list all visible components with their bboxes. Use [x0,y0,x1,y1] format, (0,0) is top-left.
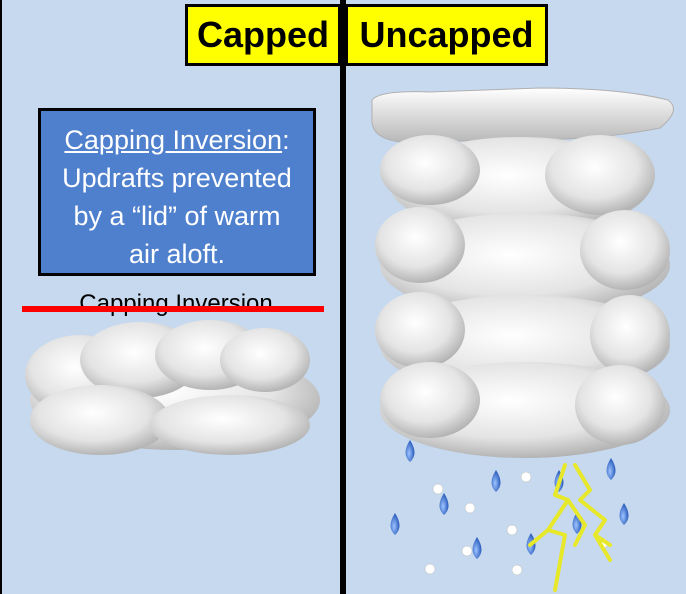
info-box-heading: Capping Inversion: [41,121,313,159]
raindrop-icon [619,503,629,525]
raindrop-icon [606,458,616,480]
lightning-bolt-icon [528,463,612,592]
raindrop-icon [439,493,449,515]
rain-drops [390,440,629,559]
capping-inversion-line-label: Capping Inversion [79,290,273,317]
raindrop-icon [491,470,501,492]
info-box-line-1: Updrafts prevented [62,163,292,193]
capped-label: Capped [185,4,341,66]
capped-panel [0,0,340,594]
capping-inversion-info-box: Capping Inversion: Updrafts prevented by… [38,108,316,276]
info-box-term: Capping Inversion [64,125,283,155]
capping-inversion-line [22,306,324,312]
storm-tower-cloud [375,135,670,458]
info-box-line-3: air aloft. [128,239,226,269]
anvil-cloud [371,87,674,143]
info-box-colon: : [282,125,290,155]
raindrop-icon [472,537,482,559]
raindrop-icon [405,440,415,462]
uncapped-label: Uncapped [345,4,548,66]
info-box-line-2: by a “lid” of warm [73,201,281,231]
capped-cloud [25,320,320,455]
panel-divider [340,0,346,594]
raindrop-icon [390,513,400,535]
